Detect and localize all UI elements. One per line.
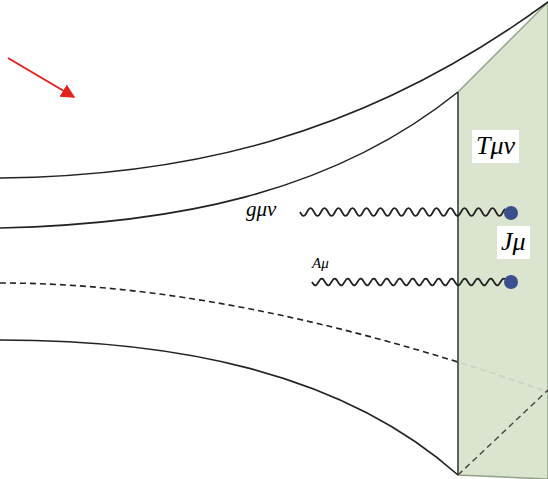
bulk-curve: [0, 92, 458, 228]
boundary-plane: [458, 2, 548, 479]
bulk-curve: [0, 340, 458, 475]
bulk-field: gμν: [246, 198, 276, 221]
boundary-operator: Jμ: [497, 226, 530, 259]
pointer-arrow: [8, 58, 74, 97]
boundary-operator: Tμν: [472, 130, 519, 163]
bulk-field: Aμ: [312, 255, 329, 272]
bulk-curve: [0, 2, 548, 178]
boundary-dot: [504, 275, 518, 289]
plane-dashed-edge: [458, 390, 548, 475]
boundary-dot: [504, 206, 518, 220]
field-wave: [312, 279, 505, 286]
plane-edge: [457, 92, 459, 475]
field-wave: [300, 208, 505, 216]
